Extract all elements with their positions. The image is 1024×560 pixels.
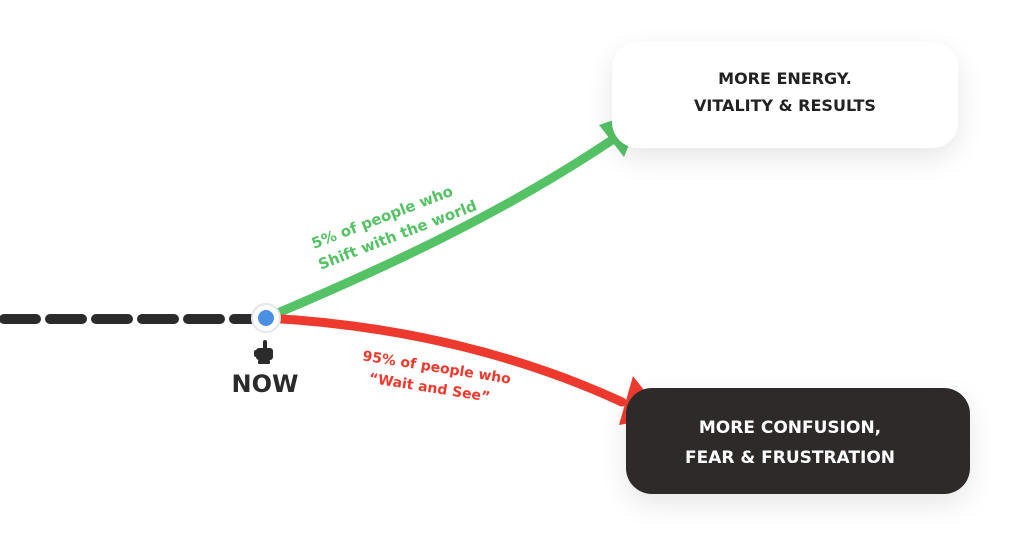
shift-path-line <box>261 135 617 323</box>
bottom-box-line1: MORE CONFUSION, <box>699 418 881 438</box>
top-box-line2: VITALITY & RESULTS <box>694 96 876 115</box>
bottom-result-box: MORE CONFUSION, FEAR & FRUSTRATION <box>626 388 970 494</box>
wait-path-line <box>261 313 627 407</box>
pointing-hand-icon <box>254 340 273 364</box>
bottom-box-line2: FEAR & FRUSTRATION <box>685 448 895 468</box>
top-box-line1: MORE ENERGY. <box>718 69 852 88</box>
now-label: NOW <box>232 370 299 398</box>
top-result-box: MORE ENERGY. VITALITY & RESULTS <box>612 42 958 148</box>
now-dot <box>251 303 281 333</box>
